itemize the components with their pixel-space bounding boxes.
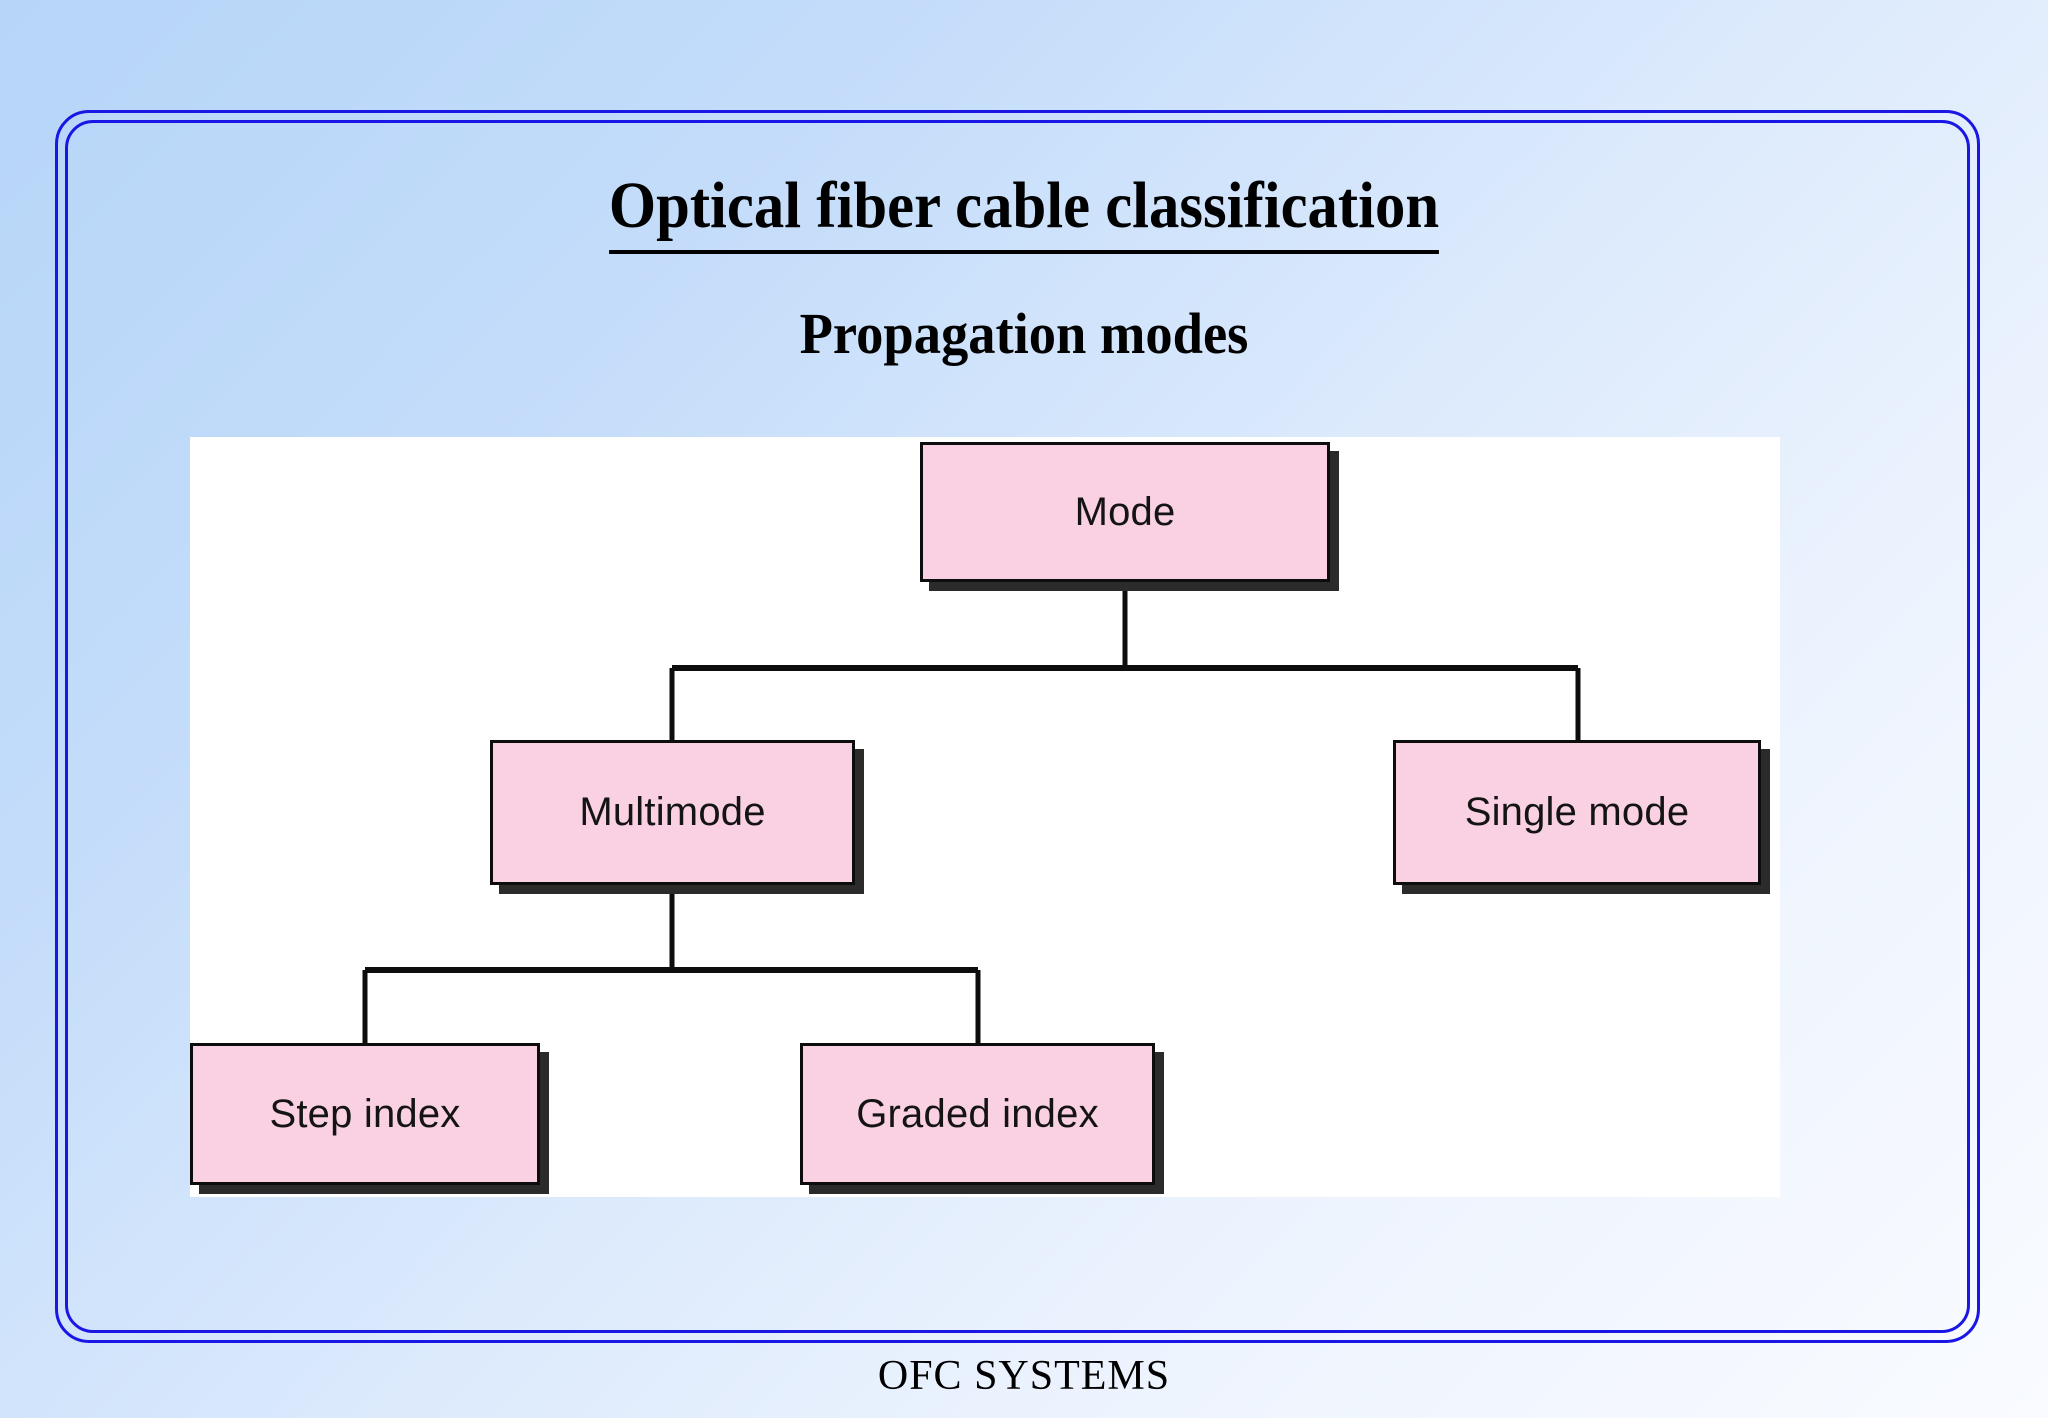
slide-title-text: Optical fiber cable classification xyxy=(608,169,1440,254)
diagram-panel: Mode Multimode Single mode Step index Gr… xyxy=(190,437,1780,1197)
slide-title: Optical fiber cable classification xyxy=(82,168,1966,254)
node-graded-index[interactable]: Graded index xyxy=(800,1043,1155,1185)
node-graded-index-label: Graded index xyxy=(856,1091,1099,1136)
node-step-index-label: Step index xyxy=(269,1091,461,1136)
node-mode[interactable]: Mode xyxy=(920,442,1330,582)
node-step-index[interactable]: Step index xyxy=(190,1043,540,1185)
node-single-mode[interactable]: Single mode xyxy=(1393,740,1761,885)
slide-subtitle: Propagation modes xyxy=(799,301,1249,366)
node-single-mode-label: Single mode xyxy=(1464,790,1690,834)
slide-footer: OFC SYSTEMS xyxy=(877,1353,1171,1399)
node-multimode[interactable]: Multimode xyxy=(490,740,855,885)
diagram-connectors xyxy=(362,582,1581,1043)
node-mode-label: Mode xyxy=(1074,489,1176,534)
node-multimode-label: Multimode xyxy=(579,790,766,834)
